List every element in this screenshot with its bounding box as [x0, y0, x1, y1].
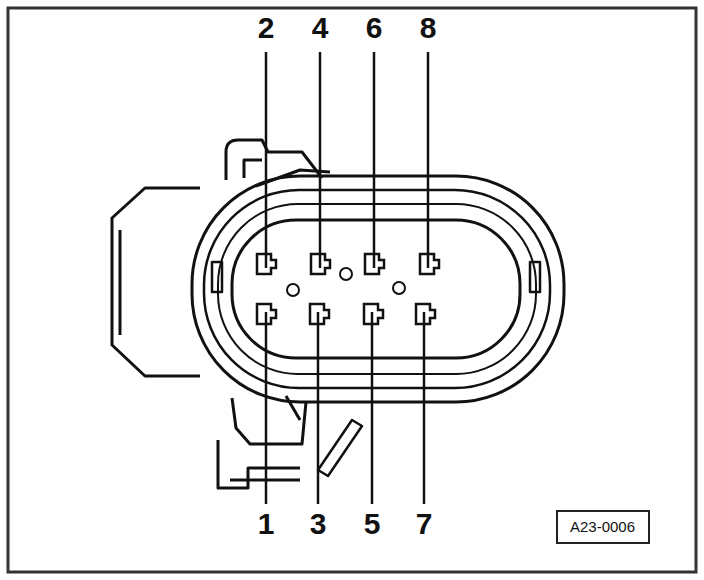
callout-number: 7	[414, 508, 435, 540]
cavity-holes	[287, 268, 405, 296]
callout-number: 1	[256, 508, 277, 540]
callout-number: 5	[362, 508, 383, 540]
figure-code-box: A23-0006	[556, 510, 650, 544]
frame	[8, 8, 696, 572]
callout-number: 3	[308, 508, 329, 540]
callout-number: 8	[418, 12, 439, 44]
figure-code: A23-0006	[570, 518, 636, 536]
callout-number: 2	[256, 12, 277, 44]
callout-number: 6	[364, 12, 385, 44]
callout-number: 4	[310, 12, 331, 44]
leader-lines	[266, 52, 428, 504]
pin-terminals	[257, 254, 439, 324]
connector-housing	[112, 140, 564, 488]
